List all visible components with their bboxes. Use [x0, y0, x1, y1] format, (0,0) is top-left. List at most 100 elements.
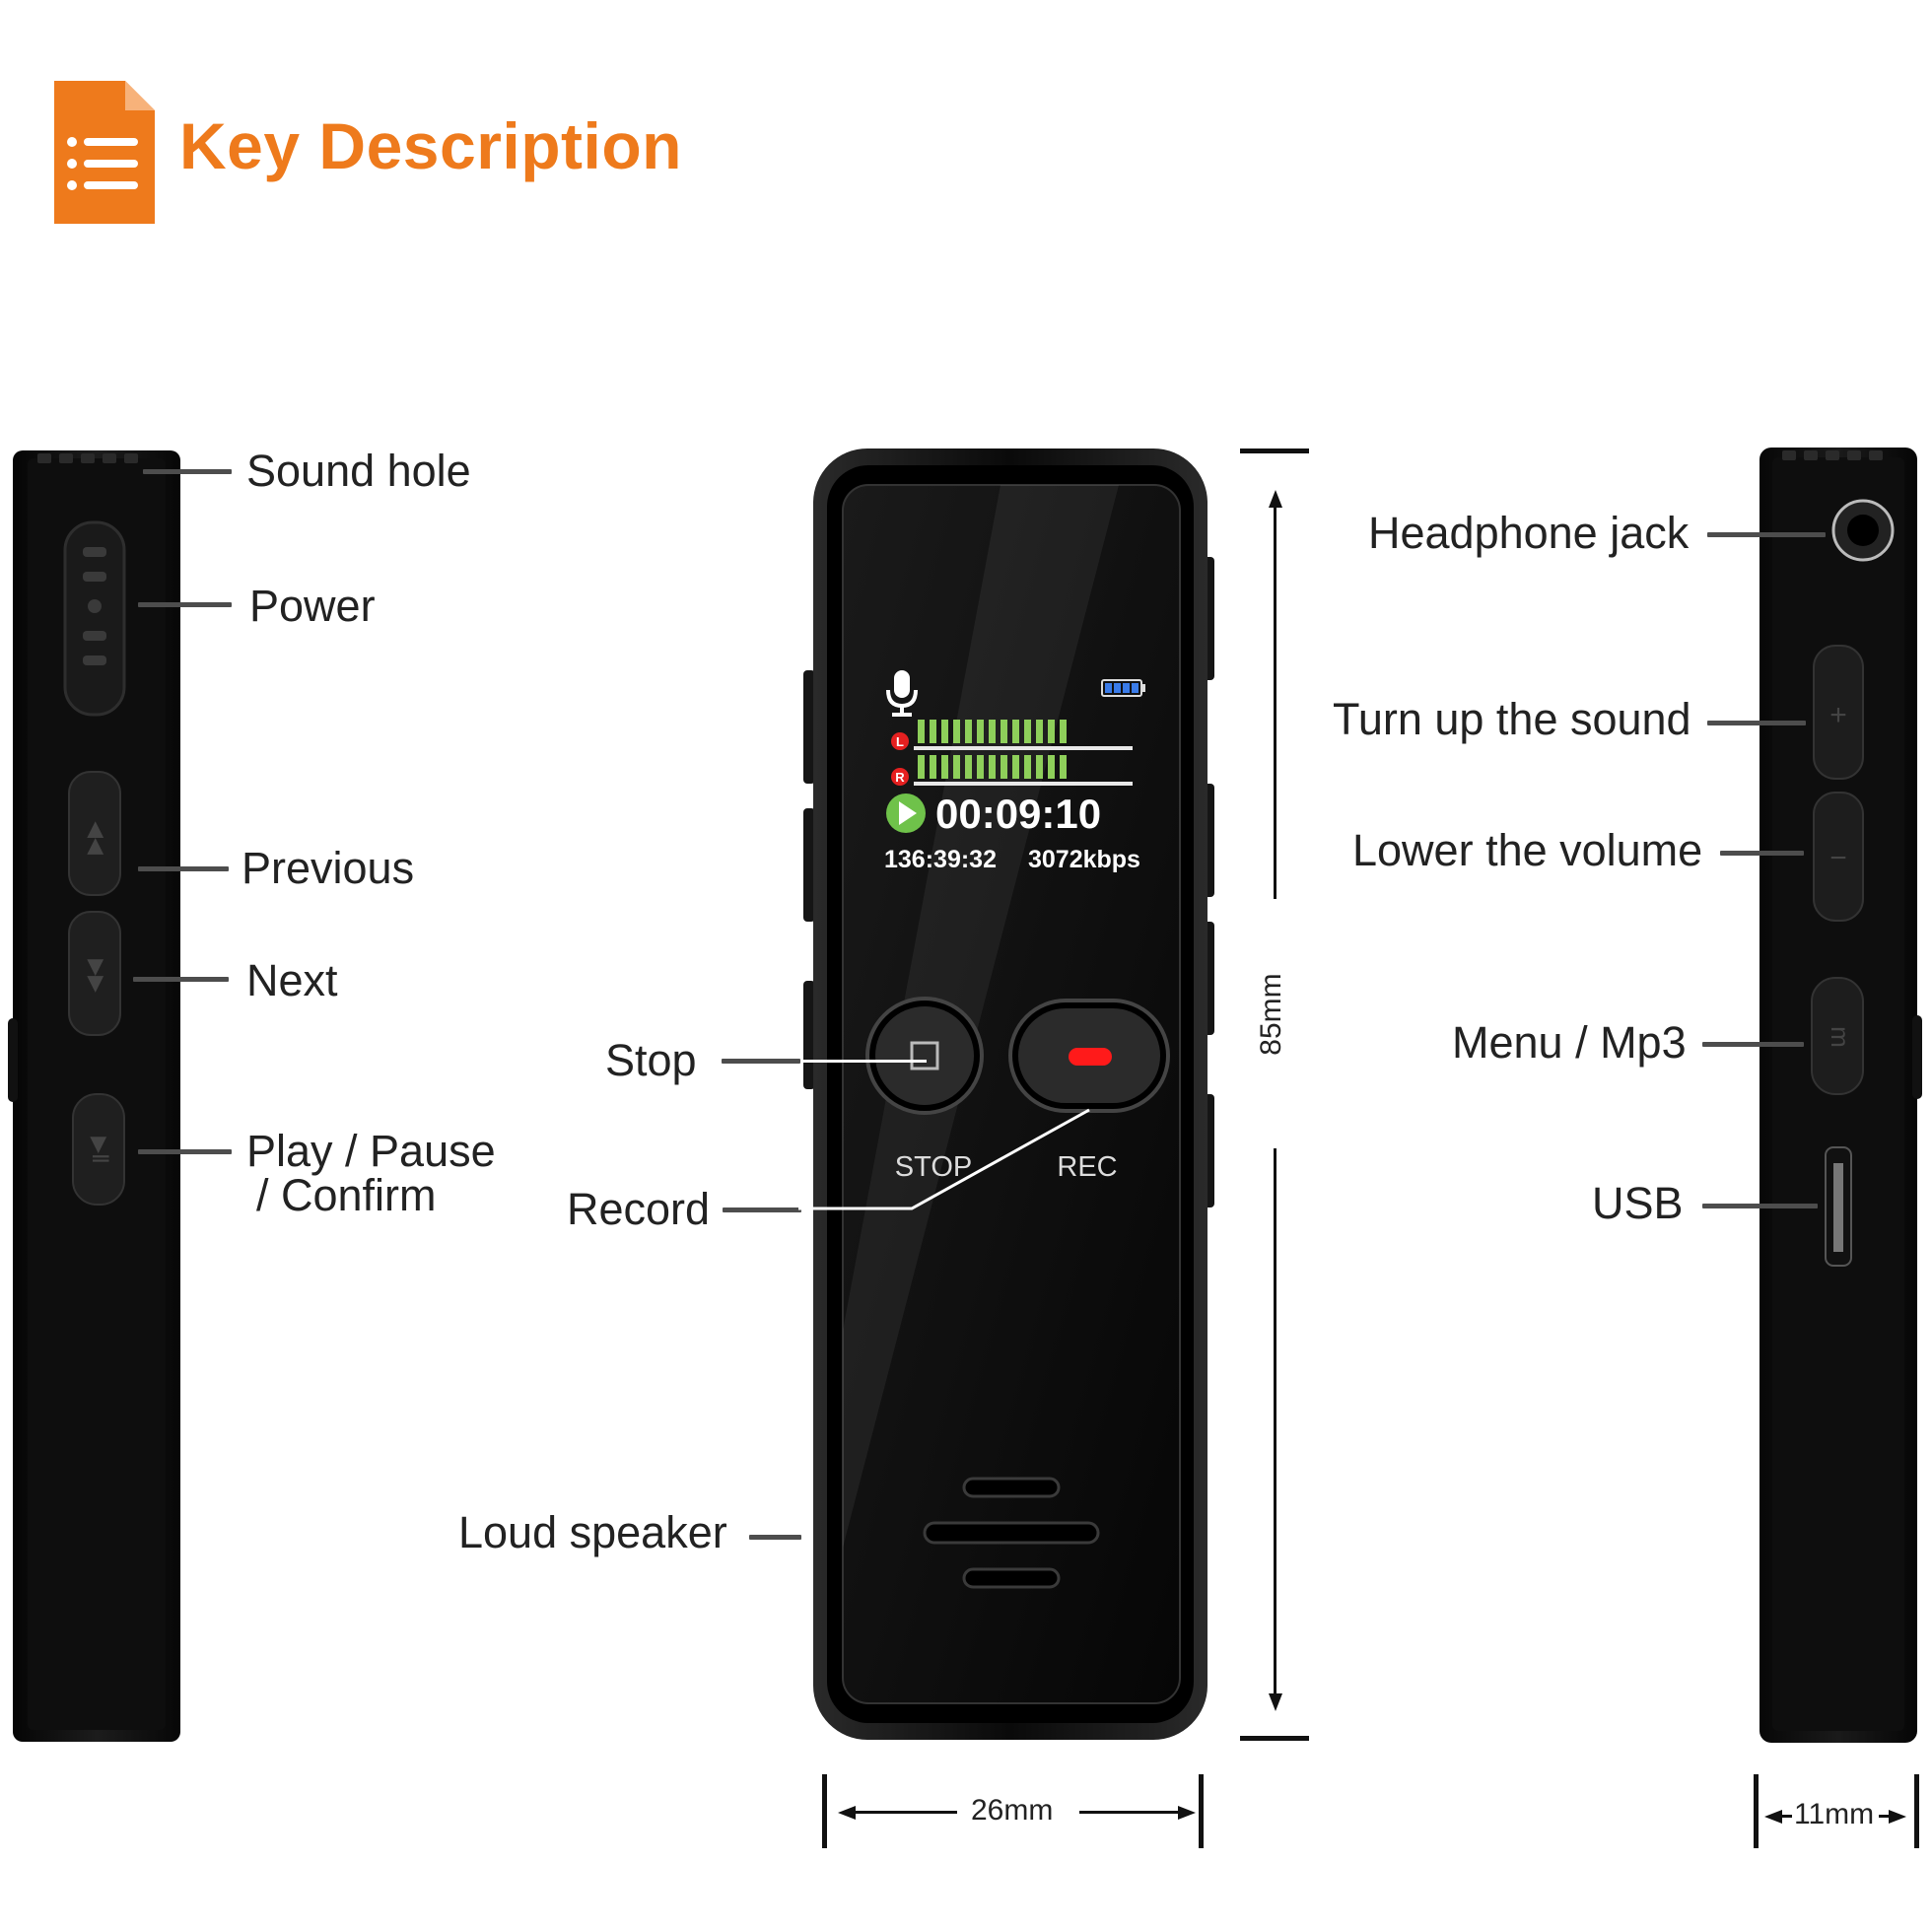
stop-button[interactable]	[865, 997, 984, 1115]
play-pause-label: Play / Pause	[246, 1126, 496, 1176]
level-bar	[953, 755, 960, 779]
right-side-view: + − m	[1755, 446, 1922, 1747]
speaker-grille	[923, 1477, 1100, 1589]
bitrate: 3072kbps	[1028, 846, 1140, 873]
level-bar	[930, 720, 936, 743]
headphone-jack-leader	[1707, 532, 1826, 537]
sound-hole-label: Sound hole	[246, 446, 471, 496]
level-bar	[918, 755, 925, 779]
power-leader	[138, 602, 232, 607]
depth-arrow-left	[1764, 1810, 1782, 1824]
channel-left-badge: L	[896, 734, 904, 749]
width-arrow-left	[838, 1806, 856, 1820]
sound-hole-leader	[143, 469, 232, 474]
microphone-icon	[886, 670, 918, 717]
power-label: Power	[249, 581, 376, 631]
menu-mp3-label: Menu / Mp3	[1452, 1017, 1687, 1068]
depth-right-bar	[1914, 1774, 1919, 1848]
level-bar	[953, 720, 960, 743]
width-line-right	[1079, 1811, 1178, 1814]
level-bar	[965, 720, 972, 743]
front-view: L R 00:09:10 136:39:32 3072kbps STOP REC	[803, 444, 1227, 1745]
level-bar	[977, 720, 984, 743]
level-bar	[1036, 755, 1043, 779]
height-dimension: 85mm	[1255, 973, 1287, 1056]
level-bar	[1048, 720, 1055, 743]
elapsed-time: 00:09:10	[935, 791, 1101, 837]
left-side-view: ◀◀ ▶▶ ▶Ⅱ	[8, 448, 185, 1745]
svg-text:◀◀: ◀◀	[85, 821, 109, 855]
level-bar	[965, 755, 972, 779]
play-pause-leader	[138, 1149, 232, 1154]
previous-leader	[138, 866, 229, 871]
turn-up-leader	[1707, 721, 1806, 725]
depth-arrow-right	[1889, 1810, 1906, 1824]
level-bar	[1060, 755, 1067, 779]
height-arrow-down	[1269, 1693, 1282, 1711]
record-light-icon	[1069, 1048, 1112, 1066]
usb-port-icon	[1825, 1146, 1852, 1267]
width-dimension: 26mm	[971, 1794, 1054, 1827]
loud-speaker-leader	[749, 1535, 801, 1540]
loud-speaker-label: Loud speaker	[458, 1507, 727, 1557]
play-status-icon	[886, 794, 926, 833]
depth-dimension: 11mm	[1794, 1798, 1875, 1830]
rec-caption: REC	[1057, 1151, 1117, 1183]
page-title: Key Description	[179, 109, 682, 182]
stop-leader-inner	[800, 1060, 927, 1063]
previous-label: Previous	[242, 843, 415, 893]
usb-leader	[1702, 1204, 1818, 1208]
width-right-bar	[1199, 1774, 1204, 1848]
height-arrow-up	[1269, 490, 1282, 508]
stop-caption: STOP	[895, 1151, 972, 1183]
level-bar	[1000, 720, 1007, 743]
stop-leader	[722, 1059, 800, 1064]
level-bar	[941, 755, 948, 779]
level-bar	[941, 720, 948, 743]
depth-line-left	[1780, 1815, 1792, 1818]
next-leader	[133, 977, 229, 982]
level-bar	[1012, 755, 1019, 779]
level-bar	[989, 755, 996, 779]
svg-text:m: m	[1826, 1026, 1855, 1048]
depth-line-right	[1879, 1815, 1889, 1818]
width-left-bar	[822, 1774, 827, 1848]
record-leader	[723, 1208, 801, 1212]
level-meter-right	[918, 755, 1067, 779]
level-bar	[1012, 720, 1019, 743]
level-bar	[1036, 720, 1043, 743]
height-bottom-bar	[1240, 1736, 1309, 1741]
rec-button[interactable]	[1008, 999, 1170, 1113]
level-bar	[1048, 755, 1055, 779]
stop-label: Stop	[605, 1035, 697, 1085]
turn-up-label: Turn up the sound	[1333, 694, 1691, 744]
remaining-time: 136:39:32	[884, 846, 997, 873]
height-top-bar	[1240, 448, 1309, 453]
level-bar	[1024, 755, 1031, 779]
svg-text:+: +	[1829, 699, 1847, 731]
lower-volume-leader	[1720, 851, 1804, 856]
battery-icon	[1101, 679, 1145, 697]
confirm-label: / Confirm	[256, 1170, 437, 1220]
level-bar	[930, 755, 936, 779]
lower-volume-label: Lower the volume	[1352, 825, 1703, 875]
menu-mp3-leader	[1702, 1042, 1804, 1047]
level-bar	[1000, 755, 1007, 779]
device-screen: L R 00:09:10 136:39:32 3072kbps	[884, 670, 1145, 873]
width-line-left	[854, 1811, 957, 1814]
stop-square-icon	[910, 1041, 939, 1070]
headphone-jack-label: Headphone jack	[1368, 508, 1690, 558]
channel-right-badge: R	[895, 770, 905, 785]
level-bar	[1024, 720, 1031, 743]
front-buttons: STOP REC	[865, 997, 1170, 1183]
level-bar	[1060, 720, 1067, 743]
height-line-top	[1274, 505, 1276, 899]
sound-hole-icon	[37, 453, 138, 463]
height-line-bottom	[1274, 1148, 1276, 1695]
next-label: Next	[246, 955, 338, 1005]
document-list-icon	[54, 81, 155, 224]
level-bar	[977, 755, 984, 779]
headphone-jack-icon	[1831, 499, 1895, 562]
record-label: Record	[567, 1184, 711, 1234]
record-leader-inner	[798, 1108, 1090, 1210]
